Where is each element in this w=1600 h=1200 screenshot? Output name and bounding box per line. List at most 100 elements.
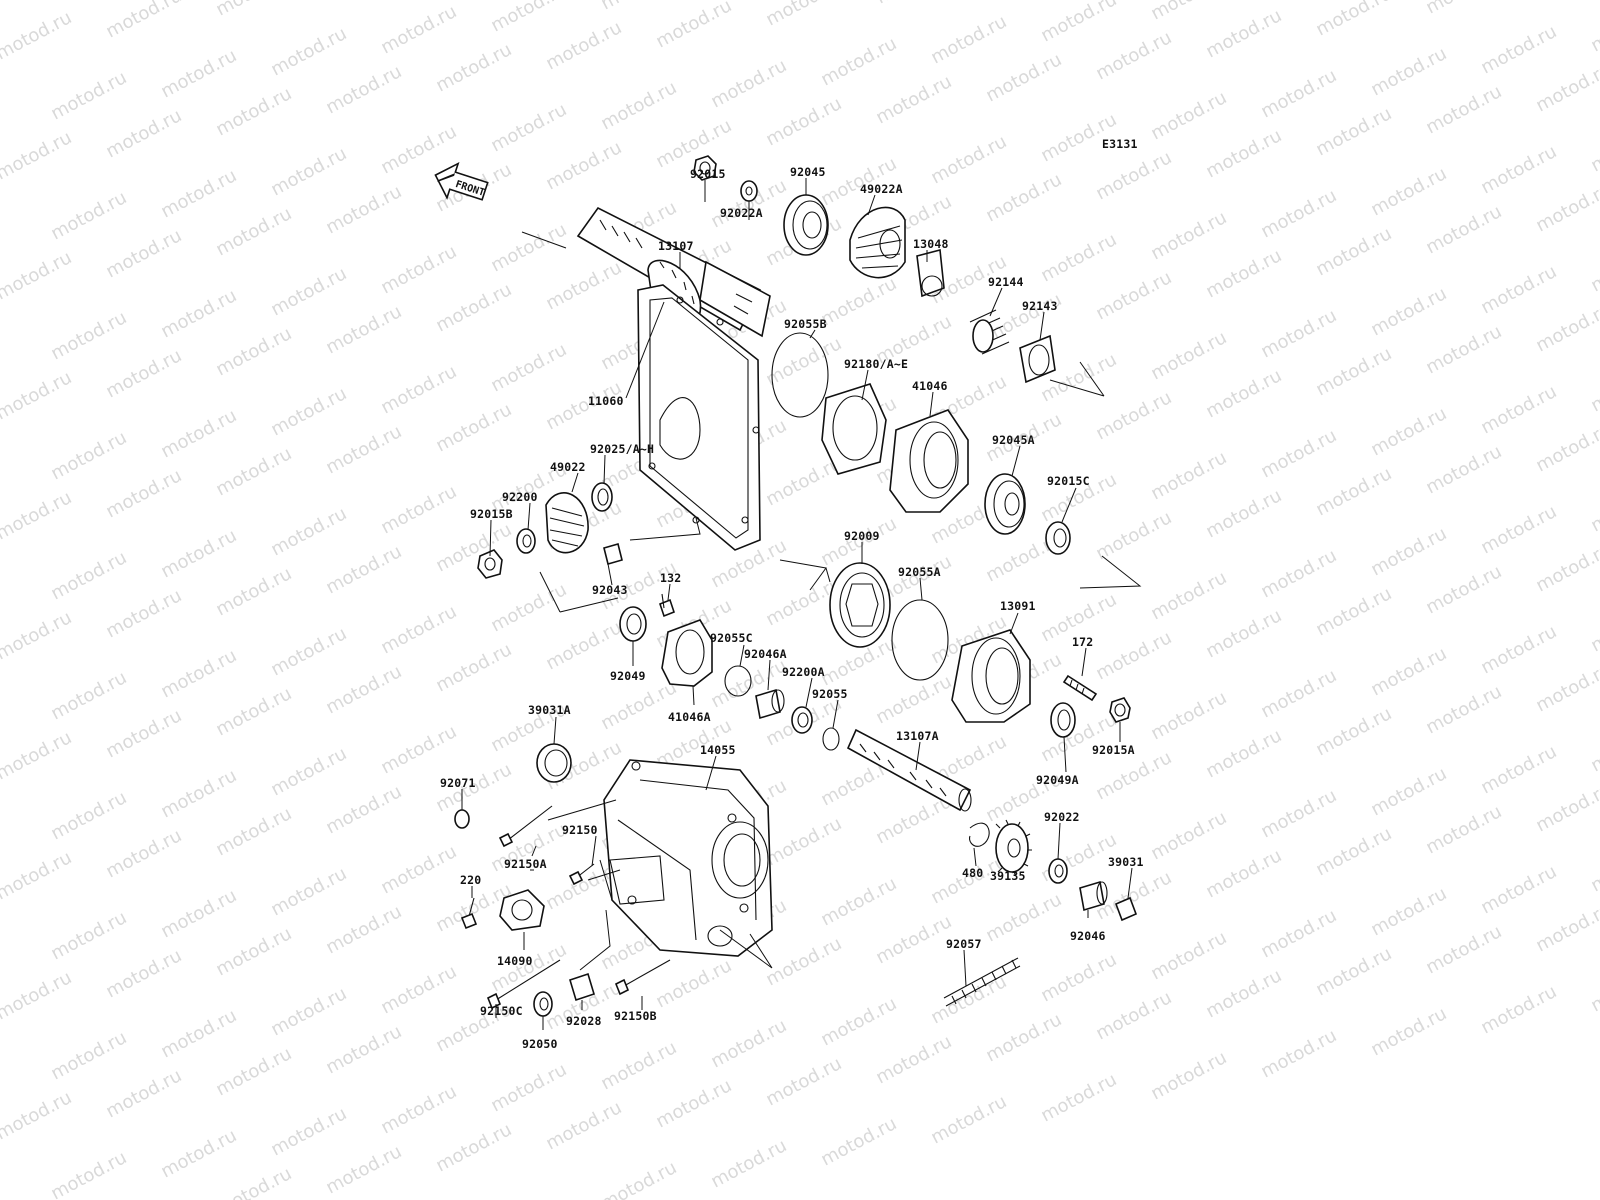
watermark-text: motod.ru bbox=[1092, 867, 1175, 924]
part-label-92200: 92200 bbox=[502, 490, 538, 504]
collar-icon bbox=[454, 809, 470, 829]
part-label-92015: 92015 bbox=[690, 167, 726, 181]
part-label-49022a: 49022A bbox=[860, 182, 903, 196]
part-label-92049: 92049 bbox=[610, 669, 646, 683]
watermark-text: motod.ru bbox=[1092, 387, 1175, 444]
watermark-text: motod.ru bbox=[1037, 229, 1120, 286]
watermark-text: motod.ru bbox=[1422, 81, 1505, 138]
watermark-text: motod.ru bbox=[1202, 485, 1285, 542]
gear-case-icon bbox=[603, 759, 773, 957]
watermark-text: motod.ru bbox=[542, 17, 625, 74]
part-label-92015a: 92015A bbox=[1092, 743, 1135, 757]
watermark-text: motod.ru bbox=[652, 1075, 735, 1132]
watermark-text: motod.ru bbox=[102, 1065, 185, 1122]
watermark-text: motod.ru bbox=[1202, 845, 1285, 902]
watermark-text: motod.ru bbox=[1367, 163, 1450, 220]
watermark-text: motod.ru bbox=[542, 257, 625, 314]
watermark-text: motod.ru bbox=[817, 1113, 900, 1170]
watermark-text: motod.ru bbox=[377, 721, 460, 778]
watermark-text: motod.ru bbox=[1092, 987, 1175, 1044]
watermark-text: motod.ru bbox=[927, 131, 1010, 188]
watermark-text: motod.ru bbox=[0, 127, 75, 184]
o-ring-icon bbox=[822, 727, 840, 751]
watermark-text: motod.ru bbox=[322, 301, 405, 358]
part-label-92050: 92050 bbox=[522, 1037, 558, 1051]
nut-icon bbox=[477, 549, 503, 579]
watermark-text: motod.ru bbox=[1422, 561, 1505, 618]
collar-icon bbox=[1019, 334, 1056, 384]
washer-icon bbox=[791, 706, 813, 734]
part-label-49022: 49022 bbox=[550, 460, 586, 474]
watermark-text: motod.ru bbox=[1477, 381, 1560, 438]
watermark-text: motod.ru bbox=[707, 1135, 790, 1192]
watermark-text: motod.ru bbox=[377, 1, 460, 58]
watermark-text: motod.ru bbox=[1092, 147, 1175, 204]
watermark-text: motod.ru bbox=[1037, 709, 1120, 766]
watermark-text: motod.ru bbox=[322, 781, 405, 838]
watermark-text: motod.ru bbox=[0, 967, 75, 1024]
cover-icon bbox=[499, 889, 545, 931]
watermark-text: motod.ru bbox=[377, 241, 460, 298]
watermark-text: motod.ru bbox=[432, 279, 515, 336]
watermark-text: motod.ru bbox=[1422, 201, 1505, 258]
part-label-92025-a-h: 92025/A~H bbox=[590, 442, 654, 456]
watermark-text: motod.ru bbox=[322, 181, 405, 238]
watermark-text: motod.ru bbox=[872, 911, 955, 968]
watermark-text: motod.ru bbox=[157, 405, 240, 462]
watermark-text: motod.ru bbox=[432, 639, 515, 696]
watermark-text: motod.ru bbox=[817, 993, 900, 1050]
watermark-text: motod.ru bbox=[377, 361, 460, 418]
watermark-text: motod.ru bbox=[762, 813, 845, 870]
part-label-92055b: 92055B bbox=[784, 317, 827, 331]
diagram-code: E3131 bbox=[1102, 137, 1138, 151]
watermark-text: motod.ru bbox=[817, 873, 900, 930]
watermark-text: motod.ru bbox=[1092, 507, 1175, 564]
watermark-text: motod.ru bbox=[47, 67, 130, 124]
oil-seal-icon bbox=[619, 606, 647, 642]
watermark-text: motod.ru bbox=[157, 645, 240, 702]
watermark-text: motod.ru bbox=[157, 1005, 240, 1062]
watermark-text: motod.ru bbox=[1312, 823, 1395, 880]
watermark-text: motod.ru bbox=[817, 33, 900, 90]
watermark-text: motod.ru bbox=[982, 169, 1065, 226]
watermark-text: motod.ru bbox=[542, 617, 625, 674]
watermark-text: motod.ru bbox=[267, 1103, 350, 1160]
watermark-text: motod.ru bbox=[1422, 801, 1505, 858]
watermark-text: motod.ru bbox=[47, 547, 130, 604]
watermark-text: motod.ru bbox=[1532, 779, 1600, 836]
watermark-text: motod.ru bbox=[652, 0, 735, 52]
watermark-text: motod.ru bbox=[157, 45, 240, 102]
watermark-text: motod.ru bbox=[1532, 899, 1600, 956]
watermark-text: motod.ru bbox=[1477, 981, 1560, 1038]
part-label-39031a: 39031A bbox=[528, 703, 571, 717]
watermark-text: motod.ru bbox=[1202, 365, 1285, 422]
part-label-92144: 92144 bbox=[988, 275, 1024, 289]
oil-seal-icon bbox=[829, 562, 891, 648]
part-label-220: 220 bbox=[460, 873, 481, 887]
watermark-text: motod.ru bbox=[322, 541, 405, 598]
part-label-92045a: 92045A bbox=[992, 433, 1035, 447]
watermark-text: motod.ru bbox=[1367, 763, 1450, 820]
coupling-icon bbox=[916, 248, 945, 298]
watermark-text: motod.ru bbox=[1367, 883, 1450, 940]
watermark-text: motod.ru bbox=[1367, 643, 1450, 700]
watermark-text: motod.ru bbox=[597, 0, 680, 14]
watermark-text: motod.ru bbox=[212, 1043, 295, 1100]
watermark-text: motod.ru bbox=[1147, 1047, 1230, 1104]
watermark-text: motod.ru bbox=[1202, 605, 1285, 662]
watermark-text: motod.ru bbox=[102, 705, 185, 762]
watermark-text: motod.ru bbox=[872, 1031, 955, 1088]
watermark-text: motod.ru bbox=[157, 285, 240, 342]
watermark-text: motod.ru bbox=[982, 889, 1065, 946]
watermark-text: motod.ru bbox=[267, 263, 350, 320]
part-label-14055: 14055 bbox=[700, 743, 736, 757]
oil-seal-icon bbox=[536, 743, 572, 783]
watermark-text: motod.ru bbox=[487, 99, 570, 156]
watermark-text: motod.ru bbox=[0, 727, 75, 784]
watermark-text: motod.ru bbox=[1477, 21, 1560, 78]
o-ring-icon bbox=[891, 599, 949, 681]
needle-bearing-icon bbox=[1079, 880, 1108, 912]
o-ring-icon bbox=[724, 665, 752, 697]
watermark-text: motod.ru bbox=[1532, 179, 1600, 236]
